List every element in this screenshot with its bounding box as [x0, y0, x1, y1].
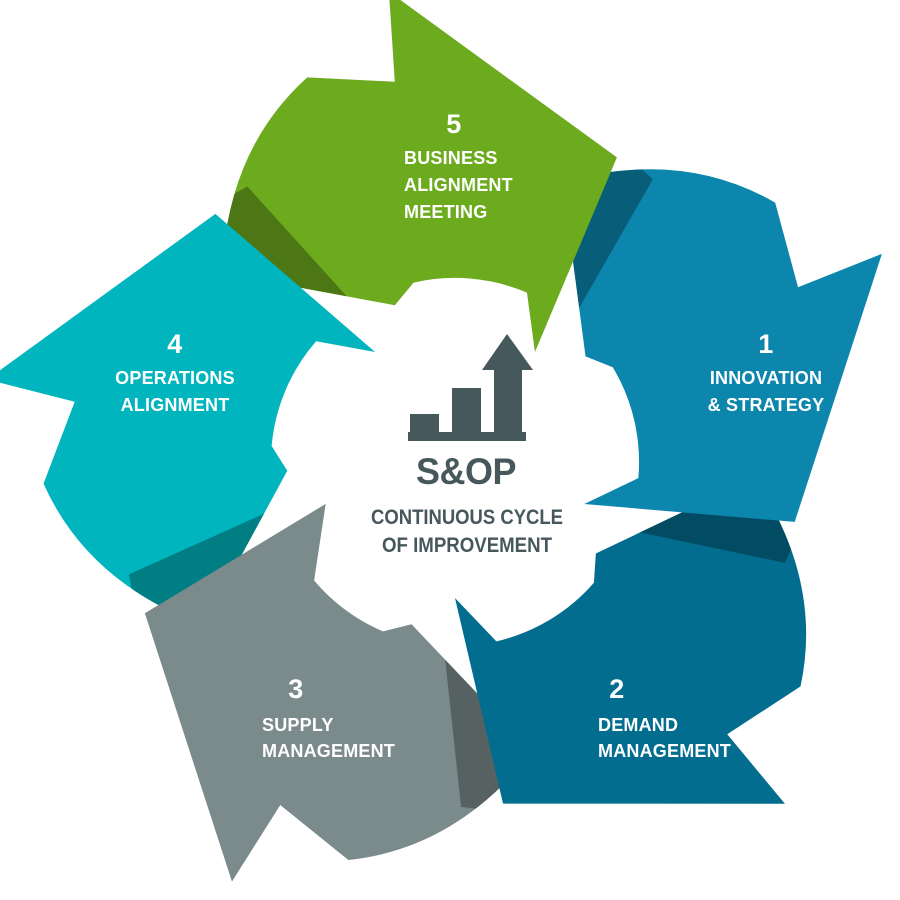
step-1-label-line1: INNOVATION: [710, 368, 822, 388]
step-1-text: 1 INNOVATION & STRATEGY: [708, 329, 825, 415]
step-5-label-line2: ALIGNMENT: [404, 175, 513, 195]
step-3-text: 3 SUPPLY MANAGEMENT: [262, 674, 395, 761]
step-3-label-line1: SUPPLY: [262, 715, 334, 735]
center-subtitle-line2: OF IMPROVEMENT: [382, 534, 552, 557]
step-1-label-line2: & STRATEGY: [708, 395, 825, 415]
chart-bar-small: [410, 414, 439, 433]
step-5-number: 5: [446, 109, 462, 139]
step-2-label-line2: MANAGEMENT: [598, 741, 731, 761]
growth-bar-chart-icon: [408, 334, 533, 441]
step-4-label-line2: ALIGNMENT: [121, 395, 230, 415]
center-title: S&OP: [416, 451, 516, 492]
step-4-label-line1: OPERATIONS: [115, 368, 235, 388]
step-2-number: 2: [609, 674, 625, 704]
step-5-label-line1: BUSINESS: [404, 148, 498, 168]
chart-baseline: [408, 432, 526, 441]
step-1-number: 1: [758, 329, 774, 359]
step-2-label-line1: DEMAND: [598, 715, 678, 735]
chart-arrow-shaft: [494, 364, 522, 433]
step-4-number: 4: [167, 329, 183, 359]
step-5-text: 5 BUSINESS ALIGNMENT MEETING: [404, 109, 513, 222]
step-3-number: 3: [288, 674, 304, 704]
step-4-text: 4 OPERATIONS ALIGNMENT: [115, 329, 235, 415]
step-5-label-line3: MEETING: [404, 202, 487, 222]
step-3-label-line2: MANAGEMENT: [262, 741, 395, 761]
chart-arrow-head: [482, 334, 533, 370]
step-2-text: 2 DEMAND MANAGEMENT: [598, 674, 731, 761]
center-subtitle-line1: CONTINUOUS CYCLE: [371, 506, 563, 529]
chart-bar-medium: [452, 388, 481, 433]
